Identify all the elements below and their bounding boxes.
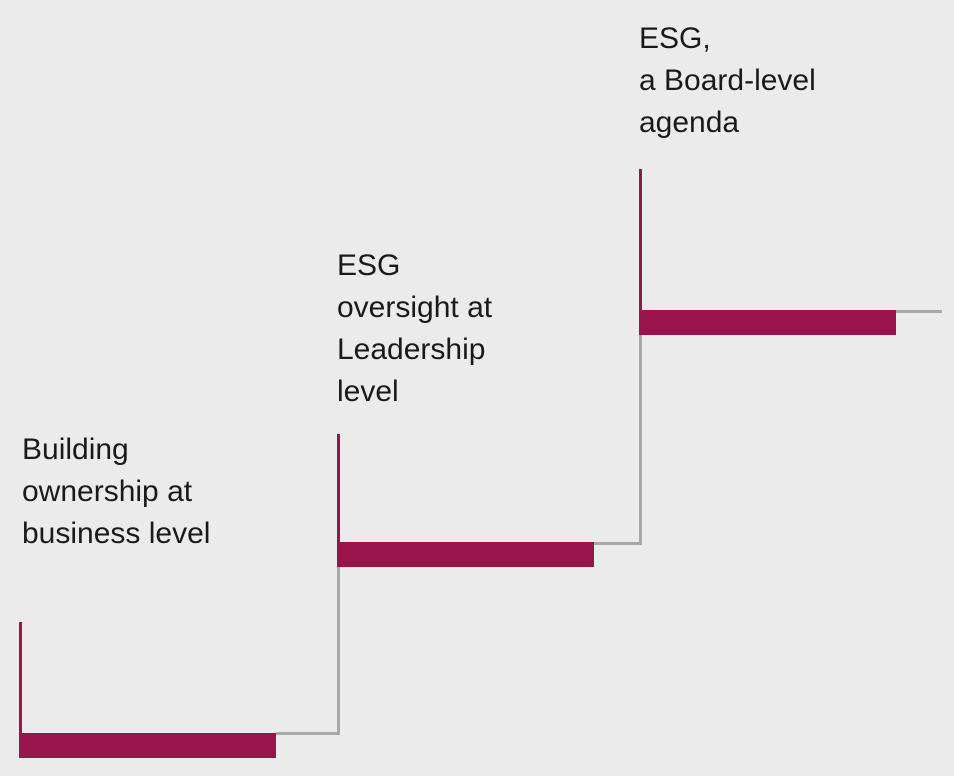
step-2-line-2: oversight at [337, 291, 493, 324]
step-2-bar [337, 542, 594, 567]
step-3-line-2: a Board-level [639, 64, 816, 97]
step-3-label: ESG, a Board-level agenda [639, 18, 816, 144]
step-1-line-3: business level [22, 517, 211, 550]
step-1-marker [19, 622, 22, 734]
step-2-line-4: level [337, 375, 399, 408]
step-2-label: ESG oversight at Leadership level [337, 245, 492, 413]
step-3-line-3: agenda [639, 106, 740, 139]
step-2-marker [337, 434, 340, 544]
step-2-line-3: Leadership [337, 333, 486, 366]
step-3-bar [639, 310, 896, 335]
step-2-line-1: ESG [337, 249, 401, 282]
step-3-line-1: ESG, [639, 22, 711, 55]
step-1-line-2: ownership at [22, 475, 193, 508]
connector-2-vertical [639, 312, 642, 545]
connector-1-vertical [337, 545, 340, 735]
connector-3-horizontal [896, 310, 942, 313]
connector-2-horizontal [594, 542, 641, 545]
step-1-bar [19, 733, 276, 758]
step-3-marker [639, 169, 642, 311]
connector-1-horizontal [276, 732, 339, 735]
step-1-label: Building ownership at business level [22, 429, 210, 555]
step-1-line-1: Building [22, 433, 129, 466]
